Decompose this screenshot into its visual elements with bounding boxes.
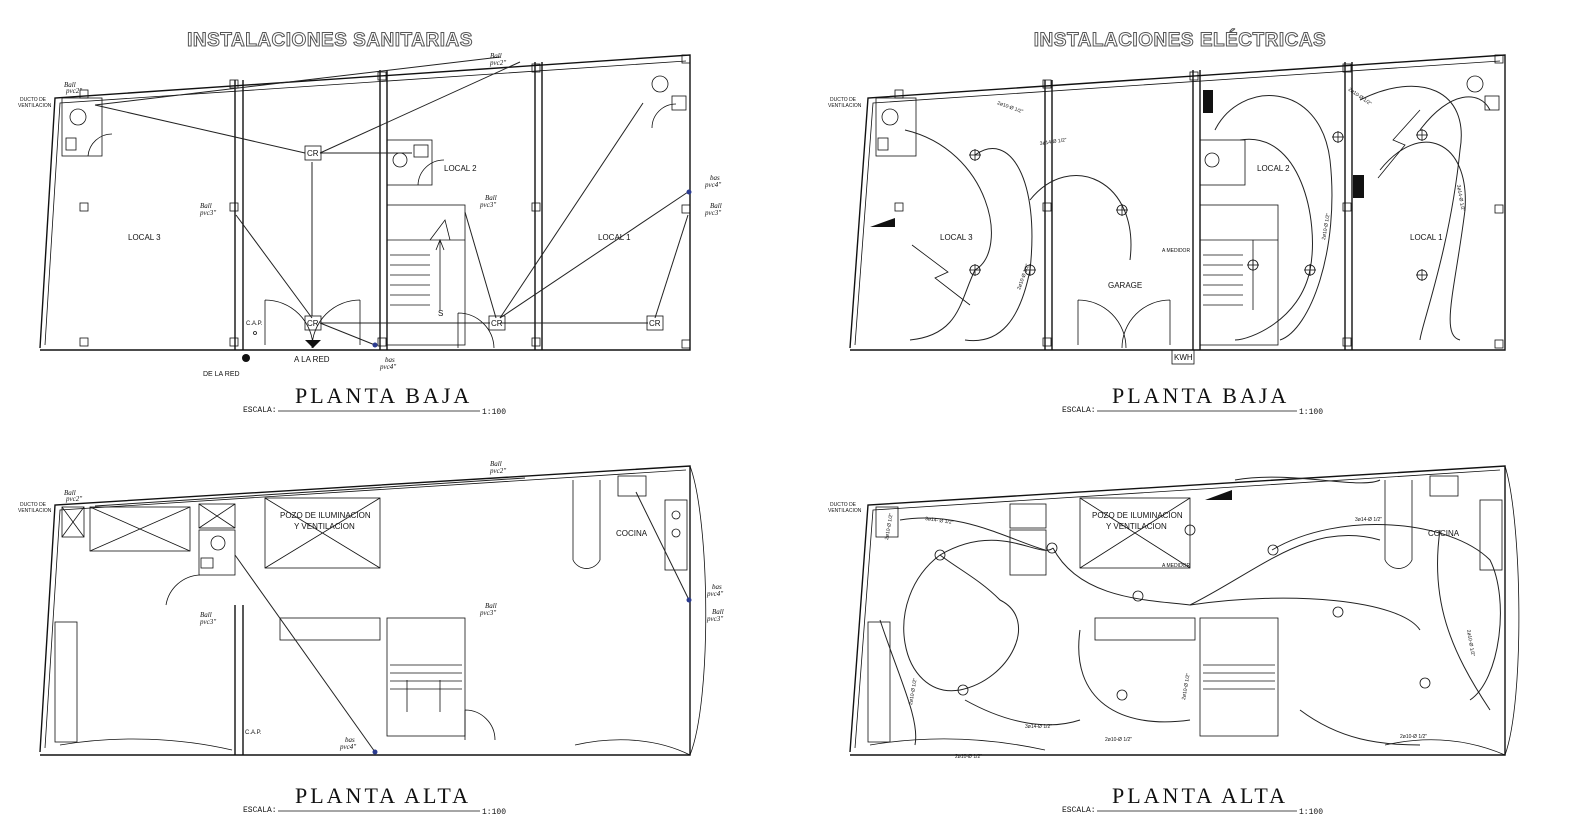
svg-text:bas: bas	[345, 736, 355, 744]
plan-electricas-baja: KWH LOCAL 3 LOCAL 2 LOCAL 1 GARAGE A MED…	[828, 54, 1506, 417]
svg-text:A MEDIDOR: A MEDIDOR	[1162, 563, 1190, 569]
svg-text:VENTILACION: VENTILACION	[18, 508, 52, 514]
cr-label: CR	[649, 319, 661, 328]
plan-title: PLANTA BAJA	[295, 383, 472, 408]
svg-text:3ø14-Ø 1/2": 3ø14-Ø 1/2"	[1039, 137, 1067, 147]
svg-text:Ball: Ball	[485, 602, 497, 610]
svg-text:VENTILACION: VENTILACION	[828, 508, 862, 514]
svg-text:DUCTO DE: DUCTO DE	[830, 502, 857, 508]
svg-text:pvc2": pvc2"	[65, 87, 82, 95]
registro-cr-group: CR CR CR CR	[304, 145, 664, 331]
svg-text:Ball: Ball	[64, 81, 76, 89]
svg-text:2ø10-Ø 1/2": 2ø10-Ø 1/2"	[1465, 629, 1476, 657]
svg-text:3ø14-Ø 1/2": 3ø14-Ø 1/2"	[1455, 184, 1466, 212]
meter-icon	[242, 354, 250, 362]
svg-text:3ø14- Ø 1/2": 3ø14- Ø 1/2"	[925, 516, 954, 526]
arrow-down-icon	[305, 340, 321, 348]
svg-text:pvc4": pvc4"	[379, 363, 396, 371]
svg-text:2ø10-Ø 1/2": 2ø10-Ø 1/2"	[908, 677, 919, 705]
pozo-label: Y VENTILACION	[294, 522, 355, 531]
svg-text:Ball: Ball	[485, 194, 497, 202]
svg-text:ESCALA:: ESCALA:	[1062, 806, 1096, 815]
pozo-label: POZO DE ILUMINACION	[280, 511, 371, 520]
svg-text:2ø10-Ø 1/2": 2ø10-Ø 1/2"	[1105, 737, 1132, 743]
svg-text:2ø10-Ø 1/2": 2ø10-Ø 1/2"	[1347, 87, 1373, 108]
room-label-local1: LOCAL 1	[598, 233, 631, 242]
svg-text:1:100: 1:100	[482, 808, 506, 817]
plan-electricas-alta: POZO DE ILUMINACION Y VENTILACION COCINA…	[828, 465, 1520, 817]
svg-text:POZO DE ILUMINACION: POZO DE ILUMINACION	[1092, 511, 1183, 520]
svg-text:pvc3": pvc3"	[704, 209, 721, 217]
room-label-local3: LOCAL 3	[128, 233, 161, 242]
svg-text:pvc3": pvc3"	[199, 209, 216, 217]
svg-text:pvc2": pvc2"	[65, 495, 82, 503]
cap-label: C.A.P.	[246, 321, 263, 327]
room-label-local2: LOCAL 2	[1257, 164, 1290, 173]
svg-text:1:100: 1:100	[482, 408, 506, 417]
svg-text:pvc3": pvc3"	[706, 615, 723, 623]
sanitarias-header: INSTALACIONES SANITARIAS	[187, 30, 473, 51]
svg-text:Ball: Ball	[200, 202, 212, 210]
room-label-cocina: COCINA	[616, 529, 648, 538]
room-label-local3: LOCAL 3	[940, 233, 973, 242]
ducto-label: DUCTO DE	[20, 97, 47, 103]
svg-text:ESCALA:: ESCALA:	[243, 806, 277, 815]
svg-text:pvc3": pvc3"	[199, 618, 216, 626]
svg-text:1:100: 1:100	[1299, 808, 1323, 817]
room-label-garage: GARAGE	[1108, 281, 1142, 290]
svg-text:2ø10-Ø 1/2": 2ø10-Ø 1/2"	[955, 754, 982, 760]
room-label-local1: LOCAL 1	[1410, 233, 1443, 242]
plan-title: PLANTA ALTA	[1112, 783, 1288, 808]
a-la-red-label: A LA RED	[294, 355, 330, 364]
svg-text:pvc4": pvc4"	[339, 743, 356, 751]
cr-label: CR	[491, 319, 503, 328]
svg-text:pvc3": pvc3"	[479, 609, 496, 617]
svg-text:Ball: Ball	[64, 489, 76, 497]
svg-text:1:100: 1:100	[1299, 408, 1323, 417]
svg-text:2ø10-Ø 1/2": 2ø10-Ø 1/2"	[1400, 734, 1427, 740]
de-la-red-label: DE LA RED	[203, 371, 240, 378]
plan-sanitarias-alta: POZO DE ILUMINACION Y VENTILACION COCINA…	[18, 460, 724, 817]
svg-text:ESCALA:: ESCALA:	[243, 406, 277, 415]
svg-text:DUCTO DE: DUCTO DE	[20, 502, 47, 508]
svg-text:2ø10-Ø 1/2": 2ø10-Ø 1/2"	[884, 512, 895, 540]
svg-text:Y VENTILACION: Y VENTILACION	[1106, 522, 1167, 531]
electricas-header: INSTALACIONES ELÉCTRICAS	[1034, 29, 1326, 51]
ducto-label: VENTILACION	[18, 103, 52, 109]
svg-text:pvc3": pvc3"	[479, 201, 496, 209]
kwh-label: KWH	[1174, 353, 1193, 362]
svg-text:DUCTO DE: DUCTO DE	[830, 97, 857, 103]
svg-text:COCINA: COCINA	[1428, 529, 1460, 538]
svg-text:bas: bas	[385, 356, 395, 364]
svg-text:ESCALA:: ESCALA:	[1062, 406, 1096, 415]
plan-title: PLANTA BAJA	[1112, 383, 1289, 408]
svg-text:Ball: Ball	[712, 608, 724, 616]
svg-text:3ø14-Ø 1/2": 3ø14-Ø 1/2"	[1355, 517, 1382, 523]
svg-text:VENTILACION: VENTILACION	[828, 103, 862, 109]
svg-text:S: S	[438, 309, 443, 318]
cr-label: CR	[307, 149, 319, 158]
svg-text:Ball: Ball	[200, 611, 212, 619]
svg-text:pvc4": pvc4"	[706, 590, 723, 598]
svg-text:2ø10-Ø 1/2": 2ø10-Ø 1/2"	[1321, 212, 1332, 240]
medidor-label: A MEDIDOR	[1162, 248, 1190, 254]
svg-text:pvc4": pvc4"	[704, 181, 721, 189]
svg-text:Ball: Ball	[490, 460, 502, 468]
svg-text:2ø10-Ø 1/2": 2ø10-Ø 1/2"	[996, 100, 1024, 115]
plan-title: PLANTA ALTA	[295, 783, 471, 808]
svg-text:bas: bas	[710, 174, 720, 182]
svg-text:pvc2": pvc2"	[489, 59, 506, 67]
svg-text:3ø14-Ø 1/2": 3ø14-Ø 1/2"	[1025, 724, 1052, 730]
cr-label: CR	[307, 319, 319, 328]
svg-text:pvc2": pvc2"	[489, 467, 506, 475]
svg-text:Ball: Ball	[710, 202, 722, 210]
plan-sanitarias-baja: S LOCAL 3 LOCAL 2 LOCAL 1	[18, 52, 722, 417]
svg-text:Ball: Ball	[490, 52, 502, 60]
room-label-local2: LOCAL 2	[444, 164, 477, 173]
svg-text:bas: bas	[712, 583, 722, 591]
svg-text:C.A.P.: C.A.P.	[245, 730, 262, 736]
svg-text:2ø10-Ø 1/2": 2ø10-Ø 1/2"	[1181, 672, 1192, 700]
